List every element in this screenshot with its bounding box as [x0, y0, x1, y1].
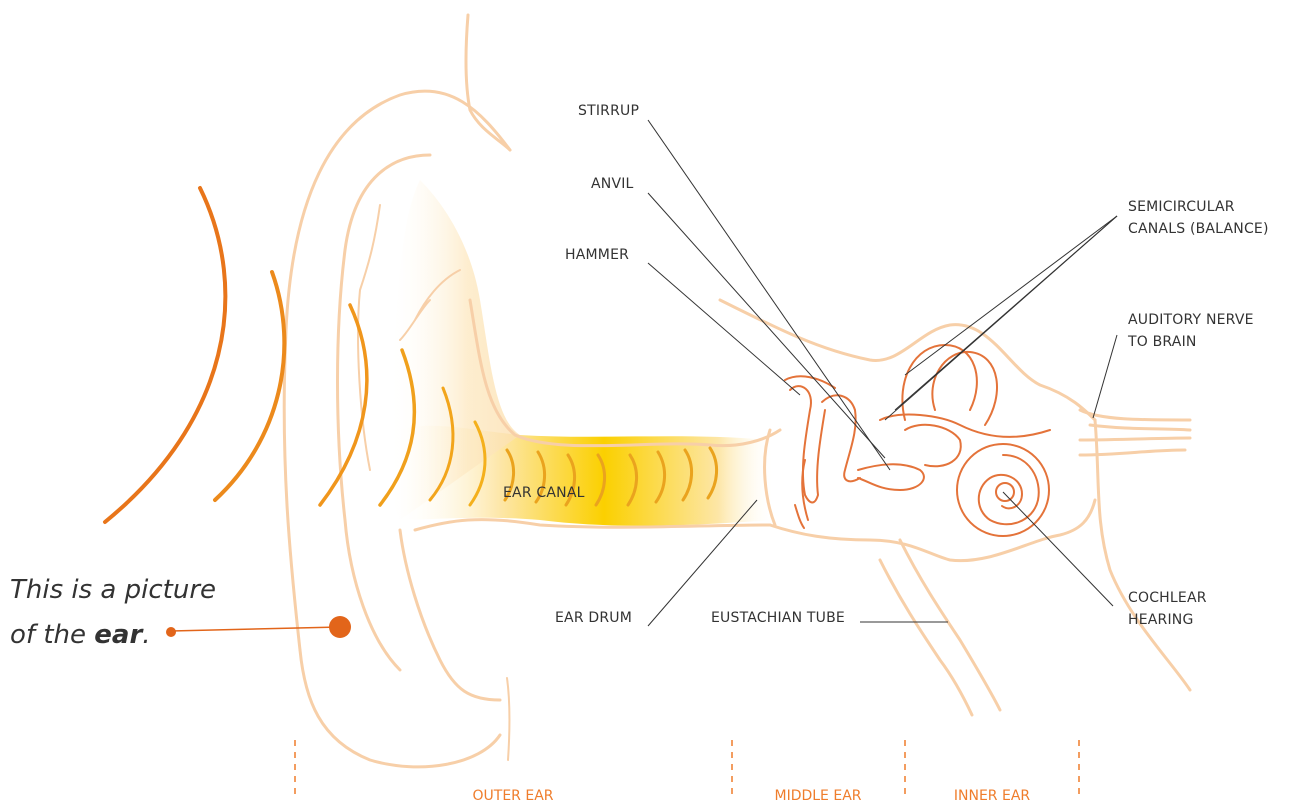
- caption: This is a picture of the ear.: [10, 575, 216, 650]
- section-middle-ear: MIDDLE EAR: [774, 788, 861, 803]
- leader-caption: [171, 627, 340, 631]
- outer-ear-auricle: [284, 15, 780, 767]
- structure-labels: STIRRUP ANVIL HAMMER SEMICIRCULAR CANALS…: [503, 103, 1269, 628]
- label-cochlear-line2: HEARING: [1128, 612, 1194, 628]
- skull-lower-edge: [770, 500, 1095, 561]
- caption-pointer-small-dot: [166, 627, 176, 637]
- label-auditory-line2: TO BRAIN: [1127, 334, 1197, 350]
- label-eustachian-tube: EUSTACHIAN TUBE: [711, 610, 845, 626]
- caption-line2-suffix: .: [142, 620, 150, 650]
- label-ear-drum: EAR DRUM: [555, 610, 632, 626]
- vestibule: [905, 425, 961, 466]
- caption-line1: This is a picture: [10, 575, 216, 605]
- stirrup: [858, 464, 924, 490]
- tragus: [400, 530, 500, 700]
- label-stirrup: STIRRUP: [578, 103, 639, 119]
- semicircular-canal-1: [902, 345, 976, 420]
- label-ear-canal: EAR CANAL: [503, 485, 585, 501]
- cochlea: [957, 444, 1049, 536]
- skull-right: [1095, 420, 1190, 690]
- caption-pointer-dot: [329, 616, 351, 638]
- skull-upper-edge: [720, 300, 1095, 420]
- label-cochlear-line1: COCHLEAR: [1128, 590, 1207, 606]
- sound-wave-3: [320, 305, 367, 505]
- eustachian-tube: [880, 540, 1000, 715]
- label-semicircular-line2: CANALS (BALANCE): [1128, 221, 1269, 237]
- caption-line2: of the ear.: [10, 620, 151, 650]
- label-auditory-line1: AUDITORY NERVE: [1128, 312, 1254, 328]
- label-hammer: HAMMER: [565, 247, 629, 263]
- middle-inner-structures: [720, 300, 1190, 715]
- ear-to-jaw: [507, 678, 509, 760]
- lobe: [300, 650, 500, 767]
- section-outer-ear: OUTER EAR: [473, 788, 554, 803]
- caption-emphasis: ear: [94, 620, 144, 650]
- label-semicircular-line1: SEMICIRCULAR: [1128, 199, 1235, 215]
- caption-line2-prefix: of the: [10, 620, 94, 650]
- label-anvil: ANVIL: [591, 176, 634, 192]
- section-inner-ear: INNER EAR: [954, 788, 1031, 803]
- sound-wave-1: [105, 188, 225, 522]
- leader-auditory: [1093, 335, 1117, 418]
- leader-semicircular-3: [885, 216, 1117, 420]
- semicircular-canal-2: [932, 352, 997, 425]
- canal-upper-wall: [470, 300, 780, 446]
- leader-semicircular-1: [905, 216, 1117, 375]
- leader-anvil: [648, 193, 885, 458]
- helix-top: [466, 15, 510, 150]
- hammer: [790, 386, 825, 502]
- section-labels: OUTER EAR MIDDLE EAR INNER EAR: [473, 788, 1031, 803]
